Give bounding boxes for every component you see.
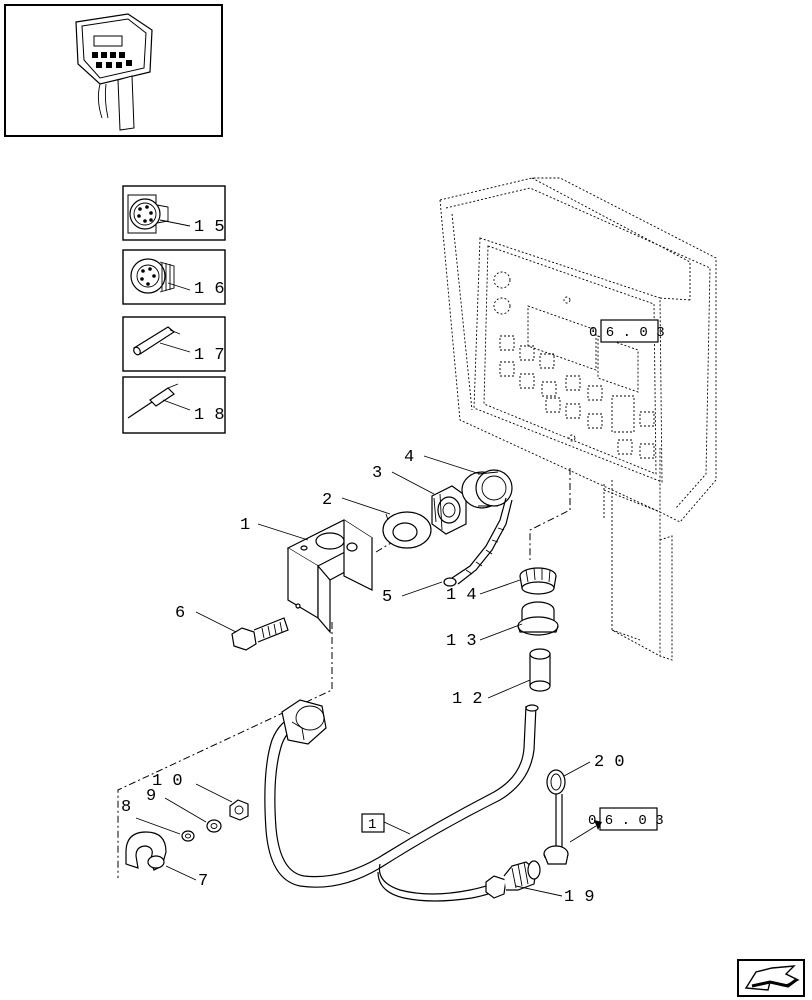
assembly-line-cap — [529, 468, 571, 560]
callout-17: 1 7 — [194, 346, 225, 365]
cap-part-20 — [543, 769, 569, 865]
wire-harness — [264, 699, 539, 902]
reference-box-harness: 1 — [361, 813, 411, 835]
callout-19: 1 9 — [564, 888, 595, 907]
callout-8: 8 — [121, 798, 131, 817]
callout-16: 1 6 — [194, 280, 225, 299]
clip-part-7 — [125, 831, 167, 871]
monitor-thumbnail-icon — [4, 4, 223, 137]
bracket-part-1 — [286, 519, 374, 634]
callout-5: 5 — [382, 588, 392, 607]
assembly-line-bracket — [117, 622, 333, 878]
cap-part-14 — [519, 567, 557, 595]
monitor-phantom — [439, 177, 717, 661]
inset-pin-18 — [122, 376, 226, 434]
inset-pin-17 — [122, 316, 226, 372]
lock-washer-part-2 — [382, 511, 432, 549]
callout-7: 7 — [198, 872, 208, 891]
callout-2: 2 — [322, 491, 332, 510]
callout-1: 1 — [240, 516, 250, 535]
inset-connector-15 — [122, 185, 226, 241]
callout-9: 9 — [146, 787, 156, 806]
svg-text:1: 1 — [368, 817, 376, 833]
sleeve-part-12 — [529, 648, 551, 692]
washer-part-8 — [181, 830, 195, 842]
callout-14: 1 4 — [446, 586, 477, 605]
cap-part-4 — [461, 469, 513, 509]
inset-connector-16 — [122, 249, 226, 305]
connector-part-19 — [485, 860, 541, 899]
callout-15: 1 5 — [194, 218, 225, 237]
svg-text:0 6 . 0 3: 0 6 . 0 3 — [589, 325, 665, 341]
callout-10: 1 0 — [152, 772, 183, 791]
bolt-part-6 — [231, 617, 289, 651]
svg-text:0 6 . 0 3: 0 6 . 0 3 — [588, 813, 664, 829]
nut-part-3 — [431, 485, 467, 535]
callout-3: 3 — [372, 464, 382, 483]
callout-18: 1 8 — [194, 406, 225, 425]
callout-12: 1 2 — [452, 690, 483, 709]
reference-box-monitor: 0 6 . 0 3 — [589, 319, 665, 343]
previous-page-arrow-icon[interactable] — [737, 959, 805, 997]
reference-box-cap: 0 6 . 0 3 — [569, 807, 664, 843]
callout-13: 1 3 — [446, 632, 477, 651]
callout-4: 4 — [404, 448, 414, 467]
connector-part-13 — [517, 601, 559, 636]
callout-20: 2 0 — [594, 753, 625, 772]
washer-part-9 — [206, 819, 222, 833]
nut-part-10 — [229, 799, 249, 821]
callout-6: 6 — [175, 604, 185, 623]
strap-part-5 — [443, 497, 513, 587]
